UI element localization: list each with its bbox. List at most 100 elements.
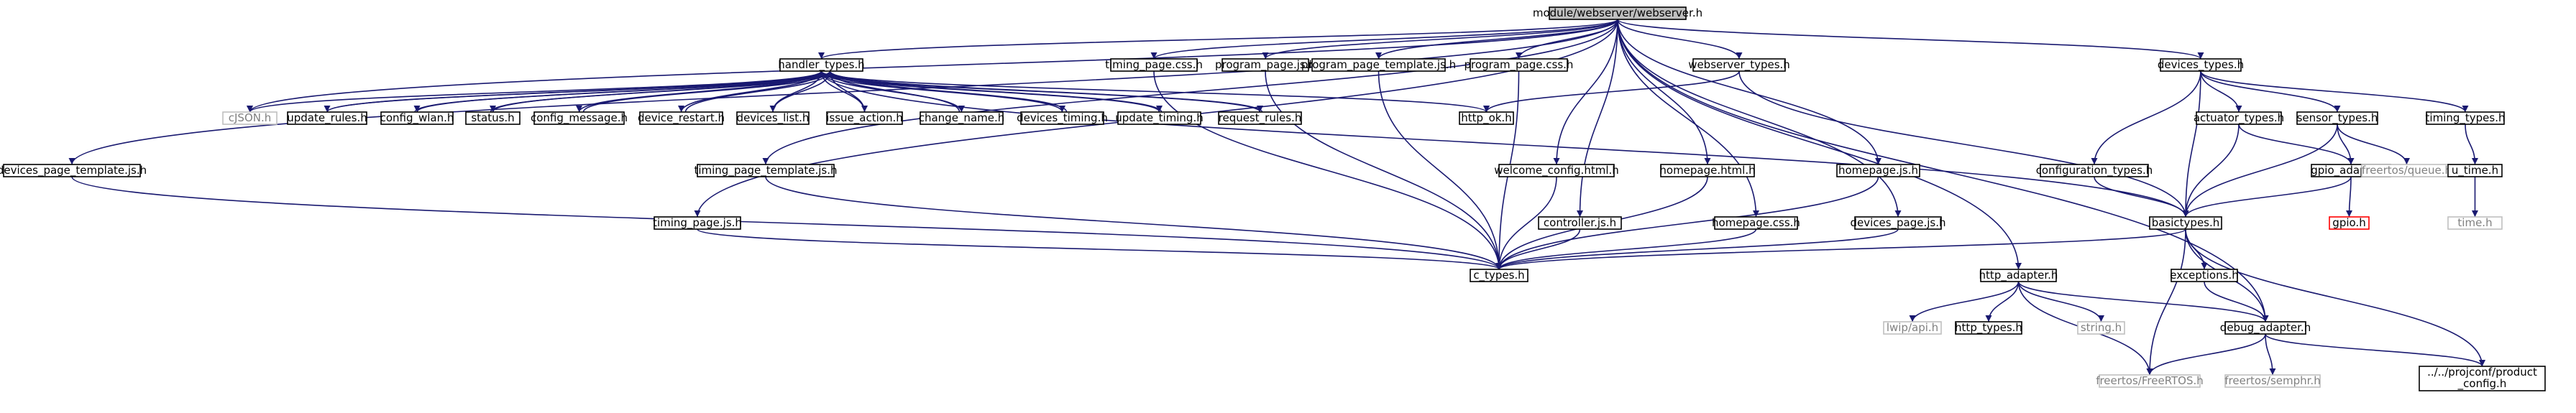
- node-welcome-config[interactable]: welcome_config.html.h: [1494, 164, 1619, 177]
- edge-http_adapter-to-lwip_api: [1909, 281, 2020, 322]
- node-configuration-types[interactable]: configuration_types.h: [2036, 164, 2153, 177]
- edge-welcome_config-to-c_types: [1495, 176, 1557, 270]
- node-label: webserver_types.h: [1688, 58, 1790, 72]
- node-box: [533, 111, 625, 125]
- node-label: c_types.h: [1473, 269, 1524, 282]
- node-label: configuration_types.h: [2036, 164, 2153, 177]
- node-config-message[interactable]: config_message.h: [531, 111, 628, 125]
- edge-sensor_types-to-basictypes: [2182, 124, 2338, 218]
- node-c-types[interactable]: c_types.h: [1470, 269, 1528, 282]
- node-label: config_wlan.h: [380, 111, 454, 125]
- node-update-timing[interactable]: update_timing.h: [1115, 111, 1203, 125]
- node-config-wlan[interactable]: config_wlan.h: [380, 111, 454, 125]
- node-label: debug_adapter.h: [2220, 321, 2311, 335]
- node-box: [1218, 111, 1302, 125]
- node-label: timing_page.js.h: [653, 216, 742, 230]
- node-handler-types[interactable]: handler_types.h: [778, 58, 864, 72]
- node-device-restart[interactable]: device_restart.h: [638, 111, 725, 125]
- node-box: [1311, 58, 1446, 72]
- node-program-page-js[interactable]: program_page.js.h: [1215, 58, 1316, 72]
- node-label: lwip/api.h: [1887, 321, 1938, 334]
- node-string: string.h: [2077, 321, 2125, 335]
- node-label: handler_types.h: [778, 58, 864, 72]
- edge-basictypes-to-freertos_freertos: [2146, 228, 2186, 376]
- node-program-page-css[interactable]: program_page.css.h: [1465, 58, 1574, 72]
- node-label: ../../projconf/product: [2427, 366, 2537, 379]
- node-basictypes[interactable]: basictypes.h: [2149, 216, 2222, 230]
- node-devices-list[interactable]: devices_list.h: [736, 111, 810, 125]
- node-label: request_rules.h: [1219, 111, 1302, 125]
- edge-program_page_template-to-c_types: [1378, 70, 1503, 270]
- node-actuator-types[interactable]: actuator_types.h: [2194, 111, 2284, 125]
- edge-root-to-handler_types: [818, 19, 1618, 60]
- node-status[interactable]: status.h: [465, 111, 521, 125]
- edge-basictypes-to-product_config: [2185, 228, 2485, 367]
- node-devices-types[interactable]: devices_types.h: [2158, 58, 2244, 72]
- node-box: [2099, 374, 2201, 388]
- node-controller-js[interactable]: controller.js.h: [1538, 216, 1622, 230]
- node-label: devices_page_template.js.h: [0, 164, 147, 177]
- node-http-types[interactable]: http_types.h: [1955, 321, 2022, 335]
- edge-http_adapter-to-string: [2017, 281, 2104, 322]
- edge-request_rules-to-handler_types: [827, 70, 1263, 113]
- node-devices-timing[interactable]: devices_timing.h: [1017, 111, 1108, 125]
- node-box: [2447, 216, 2503, 230]
- node-u-time[interactable]: u_time.h: [2447, 164, 2503, 177]
- node-root[interactable]: module/webserver/webserver.h: [1533, 6, 1702, 20]
- node-program-page-template[interactable]: program_page_template.js.h: [1301, 58, 1456, 72]
- node-issue-action[interactable]: issue_action.h: [826, 111, 903, 125]
- node-box: [2160, 58, 2242, 72]
- node-box: [1221, 58, 1309, 72]
- edge-root-to-controller_js: [1577, 19, 1618, 218]
- node-timing-page-js[interactable]: timing_page.js.h: [653, 216, 742, 230]
- node-box: [826, 111, 903, 125]
- node-timing-types[interactable]: timing_types.h: [2426, 111, 2506, 125]
- edge-timing_page_css-to-c_types: [1153, 70, 1503, 270]
- node-label: gpio.h: [2332, 216, 2365, 229]
- node-product-config[interactable]: ../../projconf/product_config.h: [2419, 366, 2546, 391]
- node-label: sensor_types.h: [2297, 111, 2378, 125]
- node-devices-page-template[interactable]: devices_page_template.js.h: [0, 164, 147, 177]
- node-devices-page-js[interactable]: devices_page.js.h: [1850, 216, 1945, 230]
- node-label: controller.js.h: [1544, 216, 1616, 229]
- node-exceptions[interactable]: exceptions.h: [2170, 269, 2239, 282]
- node-update-rules[interactable]: update_rules.h: [287, 111, 367, 125]
- edge-devices_timing-to-handler_types: [827, 70, 1068, 113]
- node-http-adapter[interactable]: http_adapter.h: [1979, 269, 2058, 282]
- node-box: [1470, 58, 1568, 72]
- node-http-ok[interactable]: http_ok.h: [1459, 111, 1514, 125]
- node-box: [380, 111, 454, 125]
- node-box: [1714, 216, 1798, 230]
- edge-config_wlan-to-handler_types: [414, 70, 833, 113]
- node-label: http_ok.h: [1461, 111, 1511, 125]
- edge-root-to-homepage_css: [1617, 19, 1759, 218]
- node-debug-adapter[interactable]: debug_adapter.h: [2220, 321, 2311, 335]
- node-gpio: gpio.h: [2329, 216, 2370, 230]
- node-box: [287, 111, 367, 125]
- node-label: http_adapter.h: [1979, 269, 2058, 282]
- node-webserver-types[interactable]: webserver_types.h: [1688, 58, 1790, 72]
- edge-devices_types-to-timing_types: [2200, 70, 2469, 113]
- node-change-name[interactable]: change_name.h: [919, 111, 1005, 125]
- node-label: basictypes.h: [2152, 216, 2220, 229]
- node-timing-page-css[interactable]: timing_page.css.h: [1105, 58, 1203, 72]
- node-homepage-css[interactable]: homepage.css.h: [1712, 216, 1800, 230]
- node-box: [2224, 321, 2306, 335]
- node-label: freertos/semphr.h: [2224, 374, 2320, 387]
- node-timing-page-template[interactable]: timing_page_template.js.h: [694, 164, 837, 177]
- node-label: config_message.h: [531, 111, 628, 125]
- node-box: [2447, 164, 2503, 177]
- node-label: program_page_template.js.h: [1301, 58, 1456, 72]
- node-sensor-types[interactable]: sensor_types.h: [2296, 111, 2378, 125]
- node-homepage-html[interactable]: homepage.html.h: [1659, 164, 1756, 177]
- edge-handler_types-to-cjson: [247, 70, 822, 113]
- node-box: [1980, 269, 2057, 282]
- node-request-rules[interactable]: request_rules.h: [1218, 111, 1302, 125]
- edge-http_adapter-to-debug_adapter: [2017, 281, 2269, 322]
- node-box: [779, 58, 863, 72]
- edge-status-to-handler_types: [490, 70, 833, 113]
- node-homepage-js[interactable]: homepage.js.h: [1836, 164, 1920, 177]
- node-box: [1459, 111, 1514, 125]
- node-box: [1836, 164, 1920, 177]
- node-label: device_restart.h: [638, 111, 725, 125]
